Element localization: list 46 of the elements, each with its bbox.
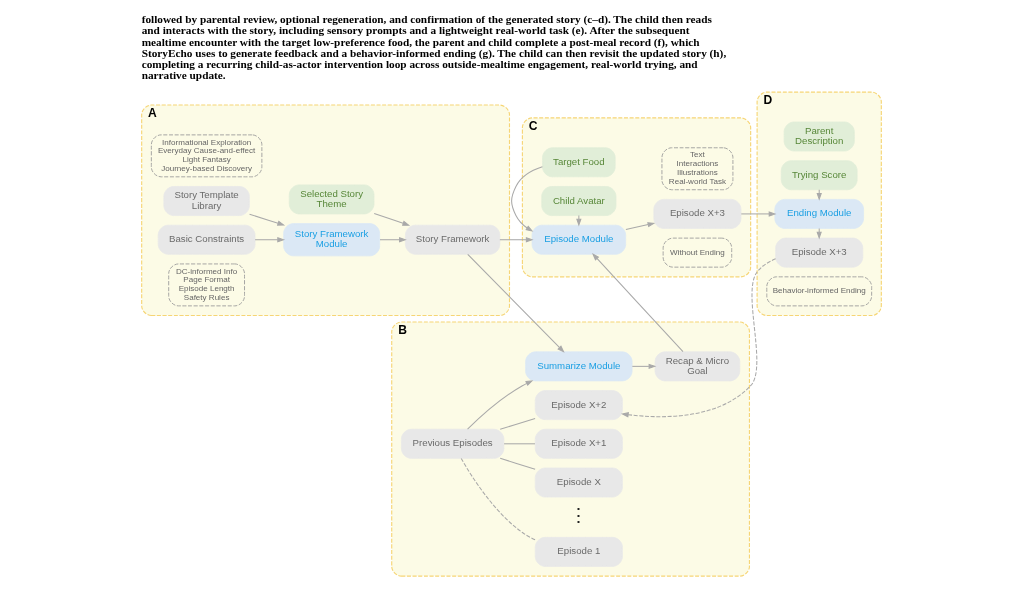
arrow xyxy=(254,237,285,243)
node-box: Child Avatar xyxy=(540,186,616,216)
arrow xyxy=(466,380,533,430)
node-box: Episode X+1 xyxy=(534,428,623,459)
connector xyxy=(503,443,535,445)
node-box: Target Food xyxy=(541,147,616,178)
node-box: Story Template Library xyxy=(162,186,250,216)
label: ⋮ xyxy=(568,504,588,527)
node-box: Episode X+3 xyxy=(652,199,741,229)
node-box: Previous Episodes xyxy=(400,428,504,459)
node-box: Text Interactions Illustrations Real-world Task xyxy=(661,147,733,191)
connector xyxy=(499,457,536,470)
node-box: Episode 1 xyxy=(534,536,623,567)
node-box: DC-informed Info Page Format Episode Length Safety Rules xyxy=(167,263,245,307)
node-box: Episode X xyxy=(534,467,623,498)
arrow xyxy=(740,211,776,217)
node-box: Ending Module xyxy=(773,199,864,229)
connector xyxy=(499,417,536,430)
arrow xyxy=(466,253,565,353)
node-box: Episode X+2 xyxy=(534,390,623,420)
node-box: Episode X+3 xyxy=(774,237,863,268)
node-box: Story Framework Module xyxy=(282,223,380,257)
node-box: Episode Module xyxy=(531,224,626,255)
arrow xyxy=(575,215,582,227)
arrow xyxy=(620,258,776,418)
node-box: Trying Score xyxy=(780,160,858,191)
arrow xyxy=(624,222,655,231)
arrow xyxy=(510,166,543,232)
arrow xyxy=(498,237,534,243)
arrow xyxy=(373,213,410,226)
arrow xyxy=(248,213,285,226)
node-box: Without Ending xyxy=(662,237,732,268)
node-box: Selected Story Theme xyxy=(288,184,374,215)
arrow xyxy=(816,227,822,240)
node-box: Informational Exploration Everyday Cause-and-effect Light Fantasy Journey-based Discovery xyxy=(150,134,262,178)
connector xyxy=(460,458,536,541)
node-box: Story Framework xyxy=(404,224,500,255)
caption: followed by parental review, optional regeneration, and confirmation of the generated story (c–d). The child then reads and interacts with the story, including sensory prompts and a lightweight real-world task (e). After the subsequent mealtime encounter with the target low-preference food, the parent and child complete a post-meal record (f), which StoryEcho uses to generate feedback and a behavior-informed ending (g). The child can then revisit the updated story (h), completing a recurring child-as-actor intervention loop across outside-mealtime engagement, real-world trying, and narrative update. xyxy=(141,12,726,82)
arrow xyxy=(631,363,656,370)
arrow xyxy=(378,237,407,243)
node-box: Behavior-informed Ending xyxy=(765,276,872,307)
node-box: Recap & Micro Goal xyxy=(654,351,740,382)
arrow xyxy=(591,253,683,353)
node-box: Parent Description xyxy=(783,121,855,152)
node-box: Summarize Module xyxy=(524,351,632,382)
node-box: Basic Constraints xyxy=(157,224,255,255)
